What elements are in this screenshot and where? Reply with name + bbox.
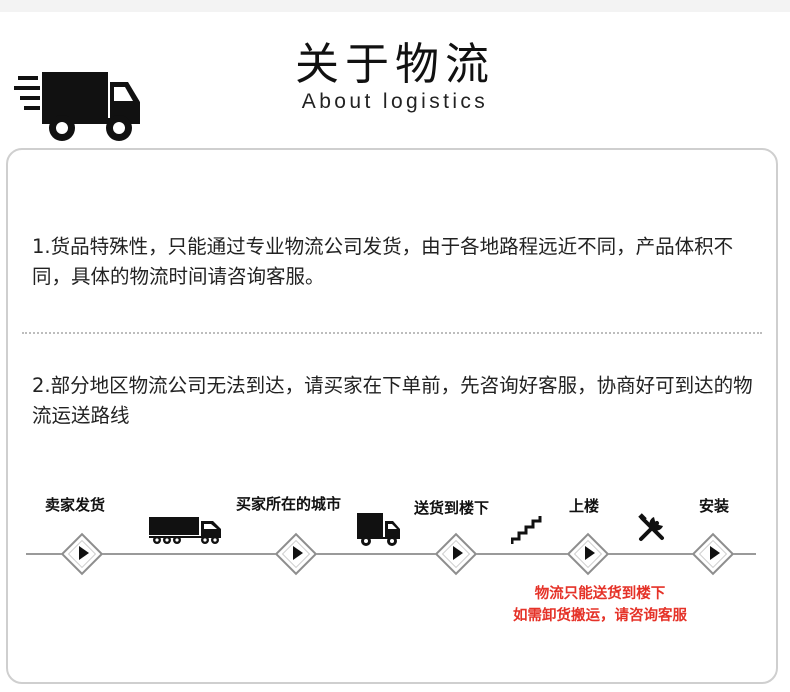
step-label-install: 安装 [699, 497, 730, 515]
semi-truck-icon [149, 517, 221, 544]
stairs-icon [511, 516, 542, 544]
play-icon [79, 546, 89, 560]
play-icon [293, 546, 303, 560]
notice-paragraph-2: 2.部分地区物流公司无法到达，请买家在下单前，先咨询好客服，协商好可到达的物流运… [32, 374, 753, 427]
delivery-note-line-2: 如需卸货搬运，请咨询客服 [513, 608, 687, 624]
timeline-line [26, 553, 756, 555]
play-icon [585, 546, 595, 560]
step-label-upstairs: 上楼 [569, 497, 600, 515]
page-title: 关于物流 [295, 39, 495, 90]
notice-paragraph-1: 1.货品特殊性，只能通过专业物流公司发货，由于各地路程远近不同，产品体积不同，具… [32, 235, 734, 288]
content-panel [6, 148, 778, 684]
play-icon [710, 546, 720, 560]
tools-icon [638, 513, 664, 541]
step-label-deliver-downstairs: 送货到楼下 [414, 499, 490, 517]
delivery-note-line-1: 物流只能送货到楼下 [534, 586, 666, 602]
delivery-truck-icon [14, 72, 140, 141]
page-subtitle: About logistics [301, 90, 489, 113]
dotted-divider [22, 332, 762, 334]
step-label-seller-ship: 卖家发货 [45, 496, 106, 514]
top-band [0, 0, 790, 12]
box-truck-icon [357, 513, 400, 546]
step-label-buyer-city: 买家所在的城市 [236, 495, 342, 513]
play-icon [453, 546, 463, 560]
